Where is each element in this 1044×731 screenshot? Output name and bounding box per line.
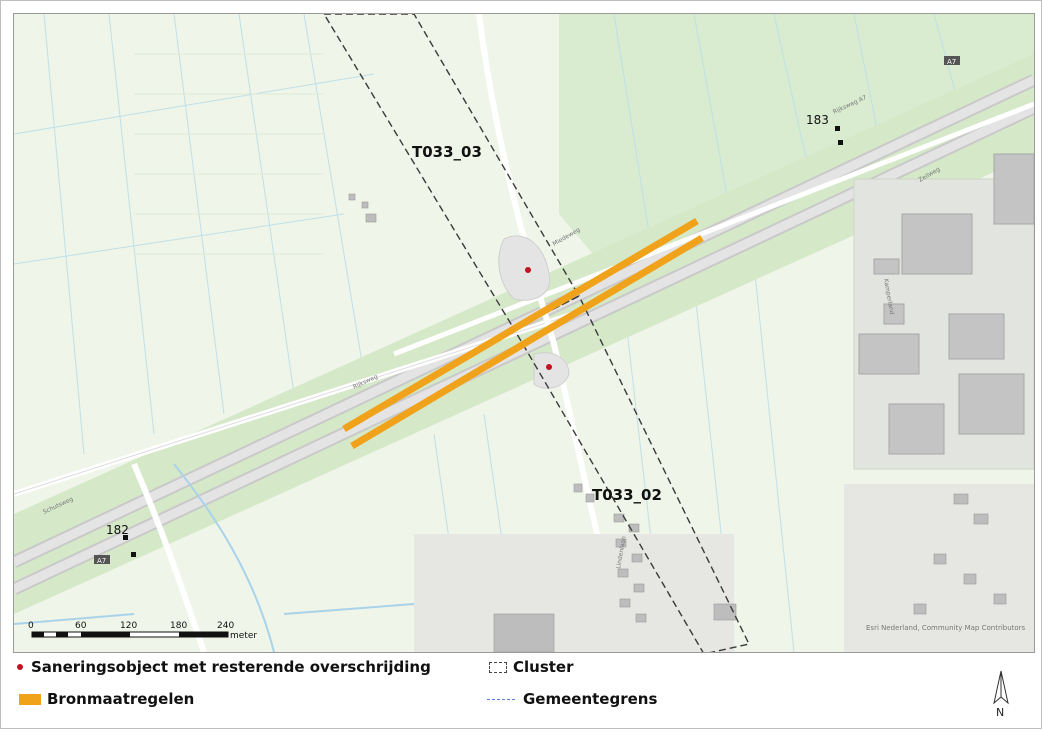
road-shield-icon xyxy=(94,555,110,564)
map-attribution: Esri Nederland, Community Map Contributo… xyxy=(866,624,1026,632)
hectometer-label-182: 182 xyxy=(106,523,129,537)
north-arrow: N xyxy=(986,669,1016,719)
dashed-rectangle-icon xyxy=(489,661,507,673)
map-canvas: 183 182 A7 A7 Rijksweg A7 Zeilweg Miedew… xyxy=(14,14,1034,652)
scalebar-tick: 0 xyxy=(28,621,34,631)
dashed-line-icon xyxy=(487,698,515,700)
legend: Saneringsobject met resterende overschri… xyxy=(13,652,1033,728)
legend-label: Saneringsobject met resterende overschri… xyxy=(31,658,431,676)
hectometer-label-183: 183 xyxy=(806,113,829,127)
legend-item-gemeentegrens: Gemeentegrens xyxy=(487,690,657,708)
map-view[interactable]: 183 182 A7 A7 Rijksweg A7 Zeilweg Miedew… xyxy=(13,13,1035,653)
scalebar-tick: 60 xyxy=(75,621,87,631)
scalebar-tick: 240 xyxy=(217,621,234,631)
scalebar-tick: 180 xyxy=(170,621,187,631)
legend-label: Cluster xyxy=(513,658,574,676)
north-arrow-icon: N xyxy=(993,670,1009,719)
scalebar-tick: 120 xyxy=(120,621,137,631)
north-label: N xyxy=(996,706,1004,719)
road-shield-label: A7 xyxy=(97,557,106,565)
red-dot-icon xyxy=(17,664,23,670)
scalebar-unit: meter xyxy=(230,631,257,641)
road-shield-icon xyxy=(944,56,960,65)
legend-item-bronmaatregelen: Bronmaatregelen xyxy=(19,690,194,708)
legend-item-cluster: Cluster xyxy=(489,658,574,676)
legend-label: Gemeentegrens xyxy=(523,690,658,708)
cluster-label-t033-02: T033_02 xyxy=(592,486,662,504)
cluster-label-t033-03: T033_03 xyxy=(412,143,482,161)
orange-bar-icon xyxy=(19,693,41,705)
legend-item-saneringsobject: Saneringsobject met resterende overschri… xyxy=(13,658,431,676)
road-shield-label: A7 xyxy=(947,58,956,66)
scalebar: 0 60 120 180 240 meter xyxy=(28,621,257,641)
legend-label: Bronmaatregelen xyxy=(47,690,195,708)
